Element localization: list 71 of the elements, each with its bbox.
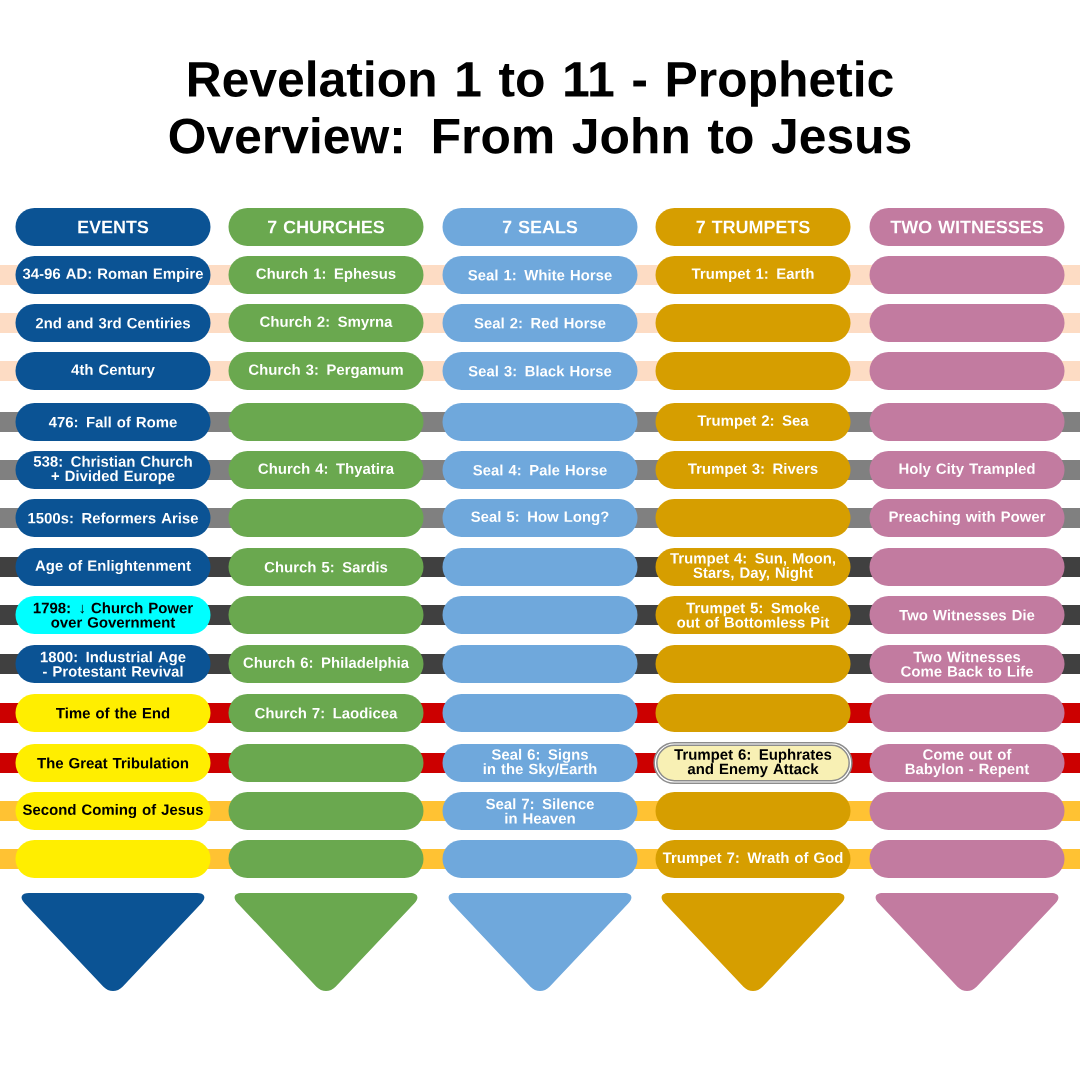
column-header: 7 SEALS — [442, 208, 638, 246]
timeline-box — [869, 403, 1065, 441]
timeline-box: Church 6: Philadelphia — [228, 645, 424, 683]
timeline-box — [869, 548, 1065, 586]
timeline-box: 538: Christian Church + Divided Europe — [15, 451, 211, 489]
column-header: TWO WITNESSES — [869, 208, 1065, 246]
timeline-box: 476: Fall of Rome — [15, 403, 211, 441]
timeline-box — [655, 694, 851, 732]
timeline-box: 2nd and 3rd Centiries — [15, 304, 211, 342]
timeline-box — [15, 840, 211, 878]
timeline-box — [442, 596, 638, 634]
timeline-box: Time of the End — [15, 694, 211, 732]
timeline-box: 1800: Industrial Age - Protestant Revival — [15, 645, 211, 683]
timeline-box: Seal 2: Red Horse — [442, 304, 638, 342]
timeline-box — [228, 840, 424, 878]
timeline-box: Trumpet 4: Sun, Moon, Stars, Day, Night — [655, 548, 851, 586]
timeline-box: Second Coming of Jesus — [15, 792, 211, 830]
column-header: 7 TRUMPETS — [655, 208, 851, 246]
timeline-box: 34-96 AD: Roman Empire — [15, 256, 211, 294]
timeline-box: Seal 3: Black Horse — [442, 352, 638, 390]
timeline-box: Two Witnesses Come Back to Life — [869, 645, 1065, 683]
timeline-box: Church 2: Smyrna — [228, 304, 424, 342]
timeline-box — [228, 499, 424, 537]
timeline-box — [655, 499, 851, 537]
timeline-box: Come out of Babylon - Repent — [869, 744, 1065, 782]
timeline-box: Trumpet 3: Rivers — [655, 451, 851, 489]
timeline-box: 1798: ↓ Church Power over Government — [15, 596, 211, 634]
title: Revelation 1 to 11 - Prophetic Overview: From John to Jesus — [169, 60, 911, 154]
timeline-box — [655, 792, 851, 830]
timeline-box: Church 7: Laodicea — [228, 694, 424, 732]
timeline-box: Seal 5: How Long? — [442, 499, 638, 537]
timeline-box: Trumpet 5: Smoke out of Bottomless Pit — [655, 596, 851, 634]
timeline-box: Holy City Trampled — [869, 451, 1065, 489]
timeline-box: Seal 4: Pale Horse — [442, 451, 638, 489]
timeline-box: Church 3: Pergamum — [228, 352, 424, 390]
timeline-box — [442, 694, 638, 732]
timeline-box — [228, 596, 424, 634]
timeline-box — [442, 645, 638, 683]
timeline-box: Two Witnesses Die — [869, 596, 1065, 634]
timeline-box: Trumpet 1: Earth — [655, 256, 851, 294]
column-header: 7 CHURCHES — [228, 208, 424, 246]
timeline-box — [442, 840, 638, 878]
timeline-box — [869, 352, 1065, 390]
timeline-box — [228, 792, 424, 830]
timeline-box: The Great Tribulation — [15, 744, 211, 782]
timeline-box — [442, 548, 638, 586]
timeline-box — [869, 304, 1065, 342]
timeline-box: Seal 1: White Horse — [442, 256, 638, 294]
timeline-box: Trumpet 6: Euphrates and Enemy Attack — [653, 741, 853, 785]
timeline-box: Age of Enlightenment — [15, 548, 211, 586]
timeline-box — [228, 403, 424, 441]
column-header: EVENTS — [15, 208, 211, 246]
timeline-box: Trumpet 2: Sea — [655, 403, 851, 441]
timeline-box — [655, 304, 851, 342]
timeline-box — [869, 256, 1065, 294]
timeline-box — [655, 352, 851, 390]
timeline-box: Trumpet 7: Wrath of God — [655, 840, 851, 878]
timeline-box: Church 5: Sardis — [228, 548, 424, 586]
timeline-box — [655, 645, 851, 683]
timeline-box — [228, 744, 424, 782]
timeline-box: Seal 7: Silence in Heaven — [442, 792, 638, 830]
timeline-box — [869, 694, 1065, 732]
timeline-box: 4th Century — [15, 352, 211, 390]
timeline-box: Preaching with Power — [869, 499, 1065, 537]
timeline-box: Seal 6: Signs in the Sky/Earth — [442, 744, 638, 782]
timeline-box: 1500s: Reformers Arise — [15, 499, 211, 537]
timeline-box: Church 1: Ephesus — [228, 256, 424, 294]
timeline-box — [869, 792, 1065, 830]
timeline-box — [442, 403, 638, 441]
timeline-box — [869, 840, 1065, 878]
timeline-box: Church 4: Thyatira — [228, 451, 424, 489]
